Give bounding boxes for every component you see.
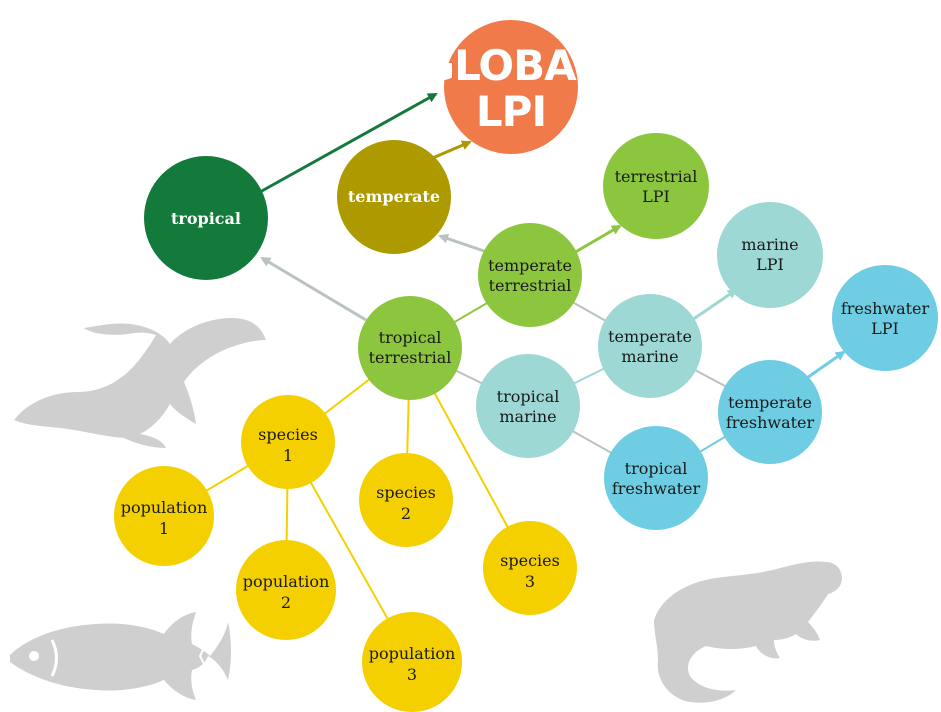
node-species-2-line2: 2	[401, 504, 411, 523]
node-temperate-marine-line1: temperate	[608, 327, 692, 346]
node-species-2: species 2	[359, 453, 453, 547]
node-population-3-line2: 3	[407, 665, 417, 684]
node-tropical: tropical	[144, 156, 268, 280]
node-global-lpi: GLOBAL LPI	[421, 20, 603, 154]
node-temperate-marine: temperate marine	[598, 294, 702, 398]
node-population-2-line2: 2	[281, 593, 291, 612]
otter-silhouette-icon	[654, 561, 842, 703]
node-freshwater-lpi-line2: LPI	[871, 319, 899, 338]
node-temperate-marine-line2: marine	[621, 347, 678, 366]
node-species-3-line1: species	[500, 551, 560, 570]
edge-temptr-temperate	[438, 233, 488, 254]
node-tropical-terrestrial-line1: tropical	[379, 328, 442, 347]
node-temperate-freshwater-line2: freshwater	[726, 413, 815, 432]
node-temperate-label: temperate	[348, 187, 440, 206]
edge-tempfresh-freshwater-lpi	[803, 350, 846, 382]
node-freshwater-lpi-line1: freshwater	[841, 299, 930, 318]
node-species-2-line1: species	[376, 483, 436, 502]
node-marine-lpi: marine LPI	[717, 202, 823, 308]
edge-temperate-global	[427, 140, 472, 162]
node-species-3: species 3	[483, 521, 577, 615]
fish-silhouette-icon	[10, 612, 231, 700]
node-terrestrial-lpi-line2: LPI	[642, 187, 670, 206]
node-temperate-freshwater-line1: temperate	[728, 393, 812, 412]
node-temperate-freshwater: temperate freshwater	[718, 360, 822, 464]
edge-tempmarine-marine-lpi	[691, 288, 738, 322]
node-temperate-terrestrial-line1: temperate	[488, 256, 572, 275]
node-population-2-line1: population	[243, 572, 330, 591]
node-marine-lpi-line2: LPI	[756, 255, 784, 274]
node-temperate-terrestrial-line2: terrestrial	[489, 276, 572, 295]
node-marine-lpi-line1: marine	[741, 235, 798, 254]
node-species-3-line2: 3	[525, 572, 535, 591]
node-species-1: species 1	[241, 395, 335, 489]
node-temperate-terrestrial: temperate terrestrial	[478, 223, 582, 327]
node-species-1-line1: species	[258, 425, 318, 444]
node-species-1-line2: 1	[283, 446, 293, 465]
node-tropical-terrestrial: tropical terrestrial	[358, 296, 462, 400]
edge-tropical-global	[259, 92, 438, 194]
node-tropical-terrestrial-line2: terrestrial	[369, 348, 452, 367]
node-population-3: population 3	[362, 612, 462, 712]
node-global-lpi-line2: LPI	[476, 87, 546, 136]
node-global-lpi-line1: GLOBAL	[421, 41, 602, 90]
node-tropical-freshwater-line2: freshwater	[612, 479, 701, 498]
node-tropical-marine-line1: tropical	[497, 387, 560, 406]
node-tropical-label: tropical	[171, 209, 241, 228]
node-tropical-freshwater-line1: tropical	[625, 459, 688, 478]
node-tropical-freshwater: tropical freshwater	[604, 426, 708, 530]
node-population-2: population 2	[236, 540, 336, 640]
node-population-3-line1: population	[369, 644, 456, 663]
node-population-1-line1: population	[121, 498, 208, 517]
node-temperate: temperate	[337, 140, 451, 254]
bird-silhouette-icon	[14, 318, 266, 448]
node-terrestrial-lpi: terrestrial LPI	[603, 133, 709, 239]
node-tropical-marine-line2: marine	[499, 407, 556, 426]
node-tropical-marine: tropical marine	[476, 354, 580, 458]
node-population-1: population 1	[114, 466, 214, 566]
edge-troptr-tropical	[260, 256, 367, 322]
node-population-1-line2: 1	[159, 519, 169, 538]
edge-temptr-terrestrial-lpi	[571, 224, 622, 256]
node-freshwater-lpi: freshwater LPI	[832, 265, 938, 371]
node-terrestrial-lpi-line1: terrestrial	[615, 167, 698, 186]
